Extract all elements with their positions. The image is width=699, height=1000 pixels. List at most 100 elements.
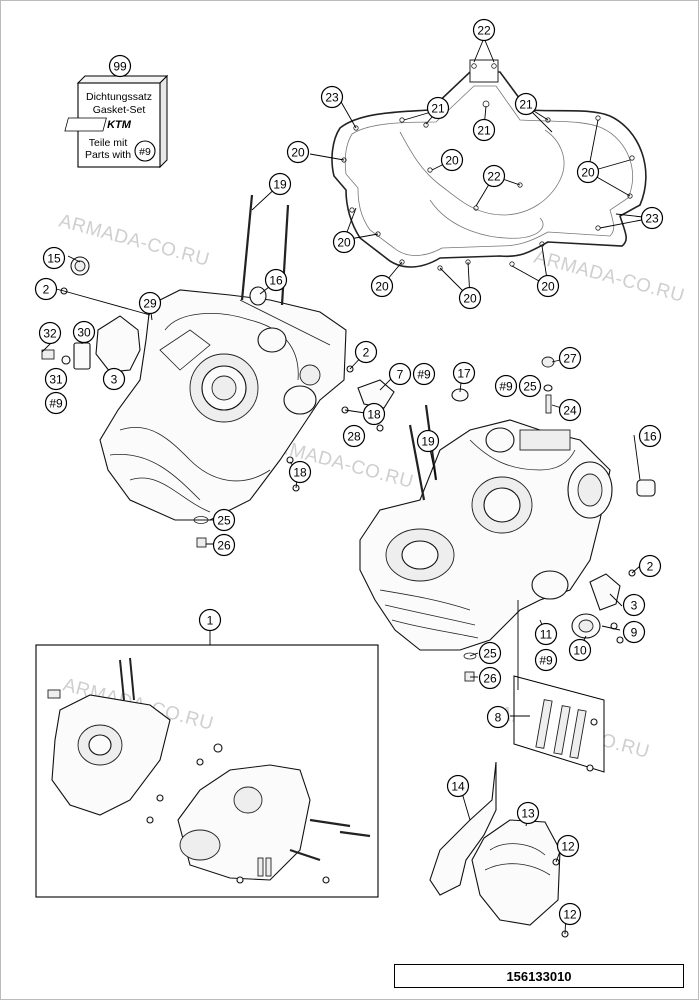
part-callout: 25 [518, 374, 542, 398]
part-callout-label: 23 [325, 91, 339, 105]
part-callout-label: 21 [519, 98, 533, 112]
part-callout: 18 [362, 402, 386, 426]
watermark-text: ARMADA-CO.RU [532, 247, 687, 307]
part-callout: 28 [342, 424, 366, 448]
part-callout: #9 [494, 374, 518, 398]
part-callout: 99 [108, 54, 132, 78]
part-callout: 31 [44, 367, 68, 391]
ktm-logo: KTM [64, 117, 132, 132]
part-callout: #9 [44, 391, 68, 415]
part-callout: 22 [482, 164, 506, 188]
part-callout: 7 [388, 362, 412, 386]
part-callout: 32 [38, 321, 62, 345]
part-callout-label: 20 [581, 166, 595, 180]
part-callout-label: 16 [643, 430, 657, 444]
part-callout: 12 [558, 902, 582, 926]
drawing-number-box: 156133010 [394, 964, 684, 988]
part-callout: 20 [286, 140, 310, 164]
part-callout-label: 3 [631, 599, 638, 613]
part-callout-label: 25 [523, 380, 537, 394]
part-callout-label: 3 [111, 373, 118, 387]
part-callout: 20 [332, 230, 356, 254]
part-callout-label: 20 [375, 280, 389, 294]
part-callout: 26 [212, 533, 236, 557]
part-callout-label: 10 [573, 644, 587, 658]
part-callout-label: 25 [217, 514, 231, 528]
part-callout-label: 9 [631, 626, 638, 640]
part-callout: #9 [412, 362, 436, 386]
part-callout: 16 [264, 268, 288, 292]
part-callout-label: 21 [431, 102, 445, 116]
part-callout: 21 [514, 92, 538, 116]
part-callout: 30 [72, 320, 96, 344]
assembly-inset [35, 644, 379, 898]
part-callout-label: 19 [421, 435, 435, 449]
part-callout: 20 [536, 274, 560, 298]
part-callout: 24 [558, 398, 582, 422]
part-callout-label: #9 [539, 654, 553, 668]
part-callout-label: 16 [269, 274, 283, 288]
part-callout: #9 [534, 648, 558, 672]
part-callout-label: 18 [367, 408, 381, 422]
part-callout: 27 [558, 346, 582, 370]
part-callout-label: 20 [445, 154, 459, 168]
part-callout-label: 26 [483, 672, 497, 686]
part-callout: 3 [622, 593, 646, 617]
crankcase-gasket [331, 59, 647, 271]
svg-text:KTM: KTM [107, 119, 132, 131]
part-callout-label: 14 [451, 780, 465, 794]
part-callout-label: 2 [647, 560, 654, 574]
part-callout-label: 21 [477, 124, 491, 138]
part-callout: 26 [478, 666, 502, 690]
part-callout: 2 [34, 277, 58, 301]
part-callout-label: 20 [463, 292, 477, 306]
part-callout: 20 [440, 148, 464, 172]
parts-with-en: Parts with [85, 149, 131, 161]
part-callout: 21 [472, 118, 496, 142]
part-callout-label: 24 [563, 404, 577, 418]
part-callout-label: 32 [43, 327, 57, 341]
part-callout: 15 [42, 246, 66, 270]
part-callout: 23 [640, 206, 664, 230]
part-callout-label: 20 [541, 280, 555, 294]
part-callout: 3 [102, 367, 126, 391]
part-callout: 14 [446, 774, 470, 798]
part-callout-label: 19 [273, 178, 287, 192]
part-callout: 11 [534, 622, 558, 646]
part-callout: 19 [268, 172, 292, 196]
gasket-set-en: Gasket-Set [93, 104, 146, 116]
part-callout: 20 [458, 286, 482, 310]
part-callout-label: 28 [347, 430, 361, 444]
part-callout-label: 20 [291, 146, 305, 160]
part-callout: 1 [198, 608, 222, 632]
part-callout-label: 1 [207, 614, 214, 628]
part-callout-label: #9 [417, 368, 431, 382]
parts-with-de: Teile mit [89, 137, 128, 149]
part-callout-label: 11 [540, 628, 553, 642]
part-callout-label: 29 [143, 297, 157, 311]
right-crankcase-half [359, 419, 613, 651]
part-callout-label: 25 [483, 647, 497, 661]
part-callout: 16 [638, 424, 662, 448]
part-callout: 20 [370, 274, 394, 298]
part-callout-label: 2 [363, 346, 370, 360]
part-callout: 19 [416, 429, 440, 453]
part-callout: 2 [638, 554, 662, 578]
part-callout-label: 22 [487, 170, 501, 184]
part-callout-label: 27 [563, 352, 577, 366]
part-callout: 13 [516, 801, 540, 825]
part-callout-label: 8 [495, 711, 502, 725]
part-callout-label: 31 [49, 373, 63, 387]
part-callout: 21 [426, 96, 450, 120]
left-crankcase-half [99, 289, 347, 521]
part-callout-label: 13 [521, 807, 535, 821]
part-callout: 25 [478, 641, 502, 665]
gasket-set-de: Dichtungssatz [86, 91, 152, 103]
part-callout-label: 7 [397, 368, 404, 382]
part-callout: 22 [472, 18, 496, 42]
part-callout-label: #9 [49, 397, 63, 411]
part-callout: 29 [138, 291, 162, 315]
part-callout: 10 [568, 638, 592, 662]
